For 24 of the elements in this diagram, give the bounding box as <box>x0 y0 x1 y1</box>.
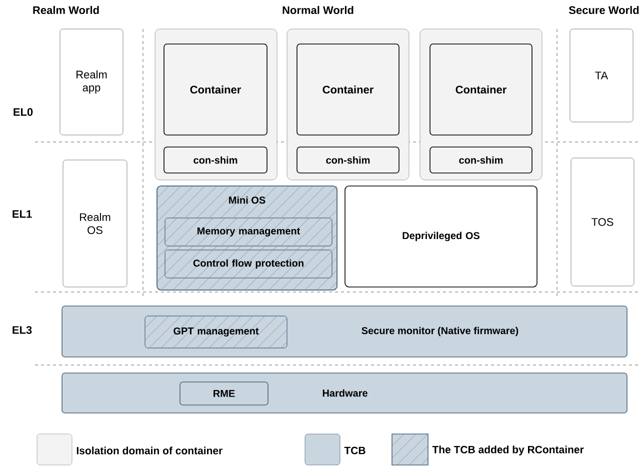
container-box: Container <box>164 44 268 136</box>
os-box: TOS <box>570 158 634 286</box>
level-label: EL1 <box>12 210 32 218</box>
os-box: Deprivileged OS <box>344 186 538 288</box>
level-label: EL3 <box>12 326 32 334</box>
shim-box: con-shim <box>296 146 400 174</box>
app-box: TA <box>570 28 634 122</box>
module-box: RME <box>180 382 268 406</box>
legend-label: The TCB added by RContainer <box>432 446 584 456</box>
module-box: Memory management <box>164 218 332 246</box>
world-heading: Realm World <box>33 6 99 14</box>
container-box: Container <box>296 44 400 136</box>
level-label: EL0 <box>14 108 33 116</box>
os-box: Realm OS <box>62 160 128 288</box>
world-heading: Normal World <box>282 6 354 14</box>
legend-label: TCB <box>344 446 366 454</box>
module-box: Control flow protection <box>164 250 332 278</box>
container-box: Container <box>430 44 532 136</box>
legend-label: Isolation domain of container <box>76 446 222 454</box>
world-heading: Secure World <box>568 6 639 14</box>
module-box: GPT management <box>144 316 288 348</box>
shim-box: con-shim <box>164 146 268 174</box>
shim-box: con-shim <box>430 146 532 174</box>
app-box: Realm app <box>60 28 124 136</box>
